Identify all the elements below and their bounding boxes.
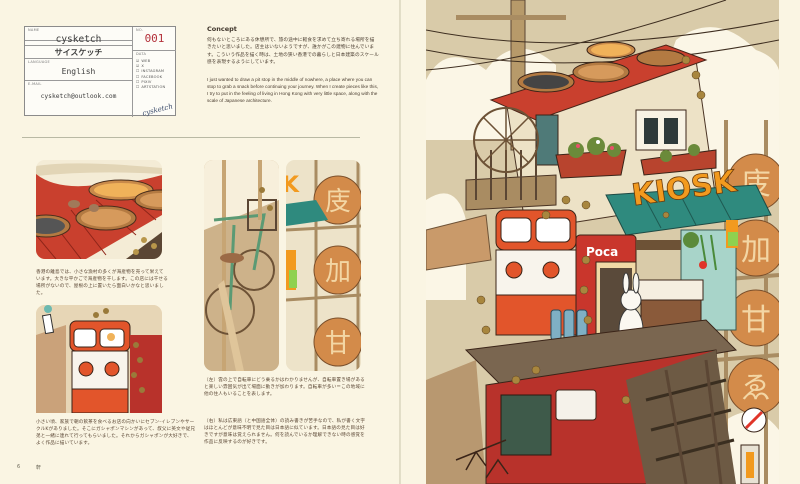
- artist-name-kana: サイスケッチ: [54, 48, 103, 57]
- checkbox-empty-icon: ☐: [136, 69, 140, 74]
- checkbox-empty-icon: ☐: [136, 85, 140, 90]
- language-value: English: [61, 67, 96, 76]
- svg-text:加: 加: [325, 257, 351, 287]
- lantern-char-3: 甘: [741, 303, 771, 338]
- concept-text-japanese: 何もないところにある休憩所で、旅の途中に軽食を求めて立ち寄れる場所を描きたいと思…: [207, 38, 379, 66]
- email-value: cysketch@outlook.com: [40, 93, 117, 100]
- caption-sign: （右）私は広東語（と中国語全体）の読み書きが苦手なので、私が書く文字はほとんどが…: [204, 419, 366, 445]
- svg-text:K: K: [286, 173, 300, 198]
- checkbox-checked-icon: ☑: [136, 64, 140, 69]
- poca-label: Poca: [586, 245, 618, 259]
- detail-illustration-roof: [36, 160, 162, 259]
- email-cell: E-MAIL cysketch@outlook.com: [25, 81, 133, 117]
- data-item-pixiv: ☐ PIXIV: [136, 79, 152, 84]
- artist-name: cysketch: [55, 34, 102, 45]
- checkbox-empty-icon: ☐: [136, 79, 140, 84]
- detail-illustration-bicycles: [204, 160, 279, 371]
- caption-vending-machines: 小さい頃、家族で朝の飲茶を食べるお店の向かいにセブン-イレブンやサークルKがあり…: [36, 420, 196, 446]
- checkbox-empty-icon: ☐: [136, 74, 140, 79]
- section-label: 軒: [36, 465, 42, 471]
- number-label: NO.: [136, 28, 144, 32]
- left-page: NAME cysketch サイスケッチ LANGUAGE English E-…: [17, 25, 379, 471]
- caption-bicycles: （左）雲の上で自転車にどう乗るかはわかりませんが、自転車置き場があると楽しい雰囲…: [204, 378, 365, 397]
- name-cell: cysketch: [25, 33, 133, 46]
- lantern-char-2: 加: [741, 233, 771, 268]
- language-label: LANGUAGE: [28, 60, 50, 64]
- concept-section: Concept 何もないところにある休憩所で、旅の途中に軽食を求めて立ち寄れる場…: [207, 25, 379, 104]
- lantern-char-4: ゑ: [741, 371, 771, 406]
- email-label: E-MAIL: [28, 82, 42, 86]
- detail-illustration-kiosk-sign: 庋 加 甘 K: [286, 160, 361, 371]
- data-item-instagram: ☐ INSTAGRAM: [136, 69, 165, 74]
- concept-heading: Concept: [207, 25, 237, 33]
- main-illustration-kiosk: 庋 加 甘 ゑ: [426, 0, 779, 484]
- data-item-web: ☑ WEB: [136, 59, 151, 63]
- data-item-facebook: ☐ FACEBOOK: [136, 74, 163, 79]
- number-cell: NO. 001: [133, 27, 176, 51]
- caption-roof: 香港の離島では、小さな漁村の多くが海産物を売って栄えています。大きな平かごで海産…: [36, 270, 168, 296]
- data-cell: DATA ☑ WEB ☑ X ☐ INSTAGRAM ☐ FACEBOOK ☐ …: [133, 51, 176, 118]
- name-label: NAME: [28, 28, 40, 32]
- card-number: 001: [144, 32, 165, 45]
- data-label: DATA: [136, 52, 147, 56]
- concept-text-english: I just wanted to draw a pit stop in the …: [207, 76, 379, 103]
- language-cell: LANGUAGE English: [25, 59, 133, 81]
- kana-cell: サイスケッチ: [25, 46, 133, 59]
- section-divider: [22, 137, 360, 138]
- page-gutter: [399, 0, 401, 484]
- artist-signature: cysketch: [141, 102, 174, 118]
- artist-id-card: NAME cysketch サイスケッチ LANGUAGE English E-…: [24, 26, 176, 118]
- lantern-char: 庋: [325, 187, 351, 217]
- checkbox-checked-icon: ☑: [136, 59, 140, 63]
- svg-text:甘: 甘: [325, 329, 351, 359]
- data-item-x: ☑ X: [136, 64, 145, 69]
- detail-illustration-vending-machines: [36, 305, 162, 413]
- data-checklist: ☑ WEB ☑ X ☐ INSTAGRAM ☐ FACEBOOK ☐ PIXIV…: [136, 59, 165, 90]
- page-number: 6: [17, 464, 21, 470]
- data-item-artstation: ☐ ARTSTATION: [136, 85, 166, 90]
